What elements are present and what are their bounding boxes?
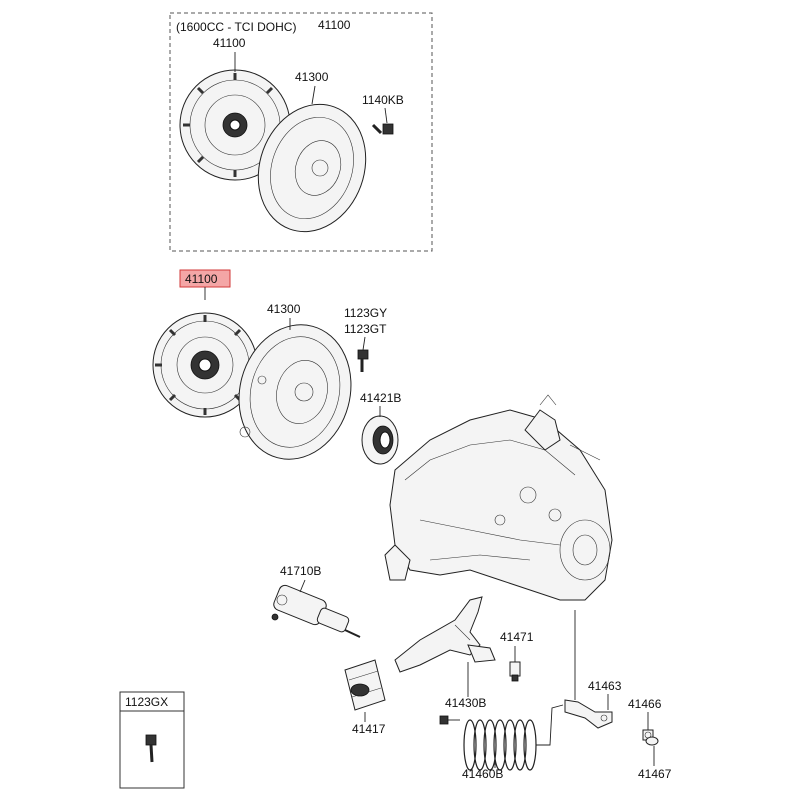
hose-label[interactable]: 41460B xyxy=(462,767,503,781)
dust-boot[interactable] xyxy=(344,659,386,711)
legend-label[interactable]: 1123GX xyxy=(125,695,168,709)
legend-box: 1123GX xyxy=(119,691,185,789)
bolt-label-2[interactable]: 1123GT xyxy=(344,322,387,336)
variant-box: (1600CC - TCI DOHC) 41100 41100 41300 xyxy=(169,12,433,252)
legend-bolt xyxy=(145,734,157,763)
variant-header-overlap: 41100 xyxy=(318,18,351,32)
washer[interactable] xyxy=(645,736,659,746)
variant-disc-label: 41100 xyxy=(213,36,246,50)
bolt-variant[interactable] xyxy=(371,123,394,135)
clutch-hose[interactable] xyxy=(439,704,564,771)
release-bearing[interactable] xyxy=(361,415,399,465)
variant-cover-label: 41300 xyxy=(295,70,329,84)
boot-label[interactable]: 41417 xyxy=(352,722,386,736)
clutch-disc[interactable] xyxy=(152,312,258,418)
bearing-label[interactable]: 41421B xyxy=(360,391,401,405)
release-fork[interactable] xyxy=(394,596,496,673)
transmission-case[interactable] xyxy=(384,394,613,601)
bolt-label-1[interactable]: 1123GY xyxy=(344,306,387,320)
pivot-pin[interactable] xyxy=(509,661,521,682)
bolt-main[interactable] xyxy=(357,349,369,372)
bracket-label[interactable]: 41463 xyxy=(588,679,622,693)
cylinder-label[interactable]: 41710B xyxy=(280,564,321,578)
washer-label[interactable]: 41467 xyxy=(638,767,672,781)
pin-label[interactable]: 41471 xyxy=(500,630,534,644)
nut-label[interactable]: 41466 xyxy=(628,697,662,711)
clutch-cover-variant[interactable] xyxy=(241,89,383,247)
disc-label[interactable]: 41100 xyxy=(185,272,218,286)
cover-label[interactable]: 41300 xyxy=(267,302,301,316)
clutch-cover[interactable] xyxy=(224,312,365,472)
variant-header: (1600CC - TCI DOHC) xyxy=(176,20,296,34)
release-cylinder[interactable] xyxy=(271,584,361,638)
variant-bolt-label: 1140KB xyxy=(362,93,404,107)
hose-bracket[interactable] xyxy=(564,699,613,729)
fork-label[interactable]: 41430B xyxy=(445,696,486,710)
